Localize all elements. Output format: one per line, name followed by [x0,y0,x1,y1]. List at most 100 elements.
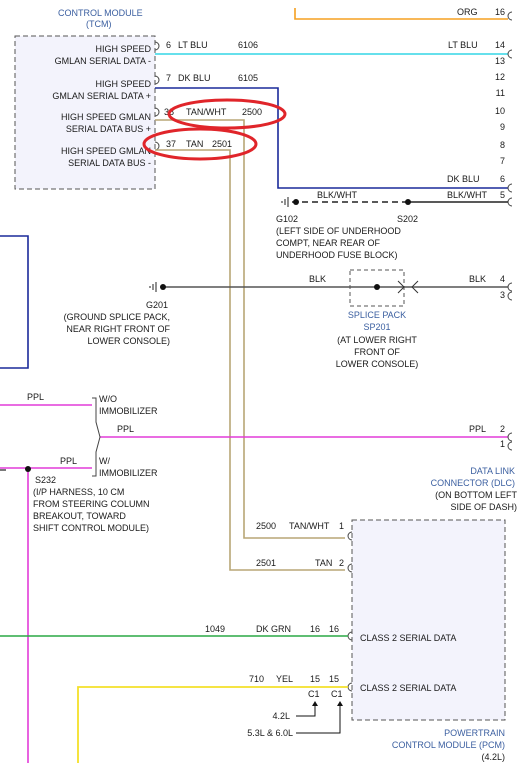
blk-wht-right-color: BLK/WHT [447,190,488,200]
sp201-desc-line1: (AT LOWER RIGHT [337,335,417,345]
left-module-frame [0,235,29,369]
pcm-row4-circuit: 710 [249,674,264,684]
pcm-module-box [351,519,506,721]
tcm-pin37-number: 37 [166,139,176,149]
s232-label: S232 [35,475,56,485]
right-pin-12: 12 [495,72,505,82]
orange-wire-color: ORG [457,7,478,17]
pcm-terminal [347,682,353,692]
s202-label: S202 [397,214,418,224]
tcm-title-line2: (TCM) [86,19,112,29]
g102-desc-line2: COMPT, NEAR REAR OF [276,238,381,248]
pcm-title-line1: POWERTRAIN [444,728,505,738]
pcm-row4-pin: 15 [310,674,320,684]
tcm-pin6-name-line2: GMLAN SERIAL DATA - [55,56,151,66]
dlc-title-line2: CONNECTOR (DLC) [431,478,515,488]
yel-wire [77,686,348,763]
tcm-terminal [154,141,160,151]
pcm-title-line3: (4.2L) [481,752,505,762]
right-pin-5: 5 [500,190,505,200]
right-pin-4: 4 [500,274,505,284]
pcm-row1-color: TAN/WHT [289,521,330,531]
pcm-row2-pin: 2 [339,558,344,568]
lt-blu-right-color: LT BLU [448,40,478,50]
variant-arrow-4-2l [296,703,316,717]
pcm-terminal [347,631,353,641]
tcm-pin37-color: TAN [186,139,203,149]
g102-label: G102 [276,214,298,224]
variant-5-3l-6-0l: 5.3L & 6.0L [247,728,293,738]
g201-dot [160,284,166,290]
tan-wire [155,149,345,571]
arrow-up-icon [312,701,318,706]
tcm-pin6-number: 6 [166,40,171,50]
s232-desc-line4: SHIFT CONTROL MODULE) [33,523,149,533]
wo-immobilizer-line1: W/O [99,394,117,404]
tcm-pin6-circuit: 6106 [238,40,258,50]
pcm-row4-label: CLASS 2 SERIAL DATA [360,683,456,693]
pcm-terminal [347,563,353,573]
tcm-terminal [154,107,160,117]
option-bracket [92,397,101,477]
right-terminal [507,291,513,301]
tcm-pin38-circuit: 2500 [242,107,262,117]
w-immobilizer-line2: IMMOBILIZER [99,468,158,478]
s232-desc-line3: BREAKOUT, TOWARD [33,511,126,521]
ppl-main-left-color: PPL [117,424,134,434]
pcm-row3-pin-inner: 16 [329,624,339,634]
tcm-pin38-color: TAN/WHT [186,107,227,117]
pcm-row3-circuit: 1049 [205,624,225,634]
wo-immobilizer-line2: IMMOBILIZER [99,406,158,416]
pcm-row1-pin: 1 [339,521,344,531]
ground-icon [149,282,157,292]
s232-desc-line2: FROM STEERING COLUMN [33,499,150,509]
g201-desc-line3: LOWER CONSOLE) [87,336,170,346]
right-pin-13: 13 [495,56,505,66]
pcm-row3-pin: 16 [310,624,320,634]
tcm-terminal [154,41,160,51]
pcm-terminal [347,531,353,541]
orange-wire [294,8,508,20]
tcm-title-line1: CONTROL MODULE [58,8,143,18]
w-immobilizer-line1: W/ [99,456,110,466]
right-terminal [507,441,513,451]
ppl-w-color: PPL [60,456,77,466]
pcm-row4-pin-inner: 15 [329,674,339,684]
g201-desc-line2: NEAR RIGHT FRONT OF [66,324,170,334]
tcm-pin7-number: 7 [166,73,171,83]
arrow-up-icon [337,701,343,706]
dlc-desc-line1: (ON BOTTOM LEFT [435,490,517,500]
ppl-main-right-color: PPL [469,424,486,434]
tcm-terminal [154,75,160,85]
right-pin-8: 8 [500,140,505,150]
pcm-c1-a: C1 [308,689,320,699]
tcm-pin7-name-line2: GMLAN SERIAL DATA + [52,91,151,101]
tcm-module-box [14,35,156,190]
right-pin-2: 2 [500,424,505,434]
sp201-connector-icon [411,280,419,294]
sp201-title-line1: SPLICE PACK [348,310,406,320]
highlight-circle-tan-wht [167,98,287,130]
right-pin-14: 14 [495,40,505,50]
ground-icon [281,197,289,207]
blk-right-color: BLK [469,274,486,284]
tcm-pin7-name-line1: HIGH SPEED [95,79,151,89]
right-pin-11: 11 [496,88,505,98]
right-pin-9: 9 [500,122,505,132]
tcm-pin7-color: DK BLU [178,73,211,83]
right-pin-3: 3 [500,290,505,300]
tcm-pin6-color: LT BLU [178,40,208,50]
sp201-desc-line3: LOWER CONSOLE) [336,359,419,369]
right-pin-7: 7 [500,156,505,166]
s232-splice-dot [25,466,31,472]
blk-wht-left-color: BLK/WHT [317,190,358,200]
sp201-box [349,269,405,307]
g102-splice-dot [293,199,299,205]
s202-splice-dot [405,199,411,205]
sp201-desc-line2: FRONT OF [354,347,400,357]
tcm-pin38-name-line2: SERIAL DATA BUS + [66,124,151,134]
dlc-title-line1: DATA LINK [470,466,515,476]
blk-left-color: BLK [309,274,326,284]
pcm-row2-color: TAN [315,558,332,568]
pcm-c1-b: C1 [331,689,343,699]
